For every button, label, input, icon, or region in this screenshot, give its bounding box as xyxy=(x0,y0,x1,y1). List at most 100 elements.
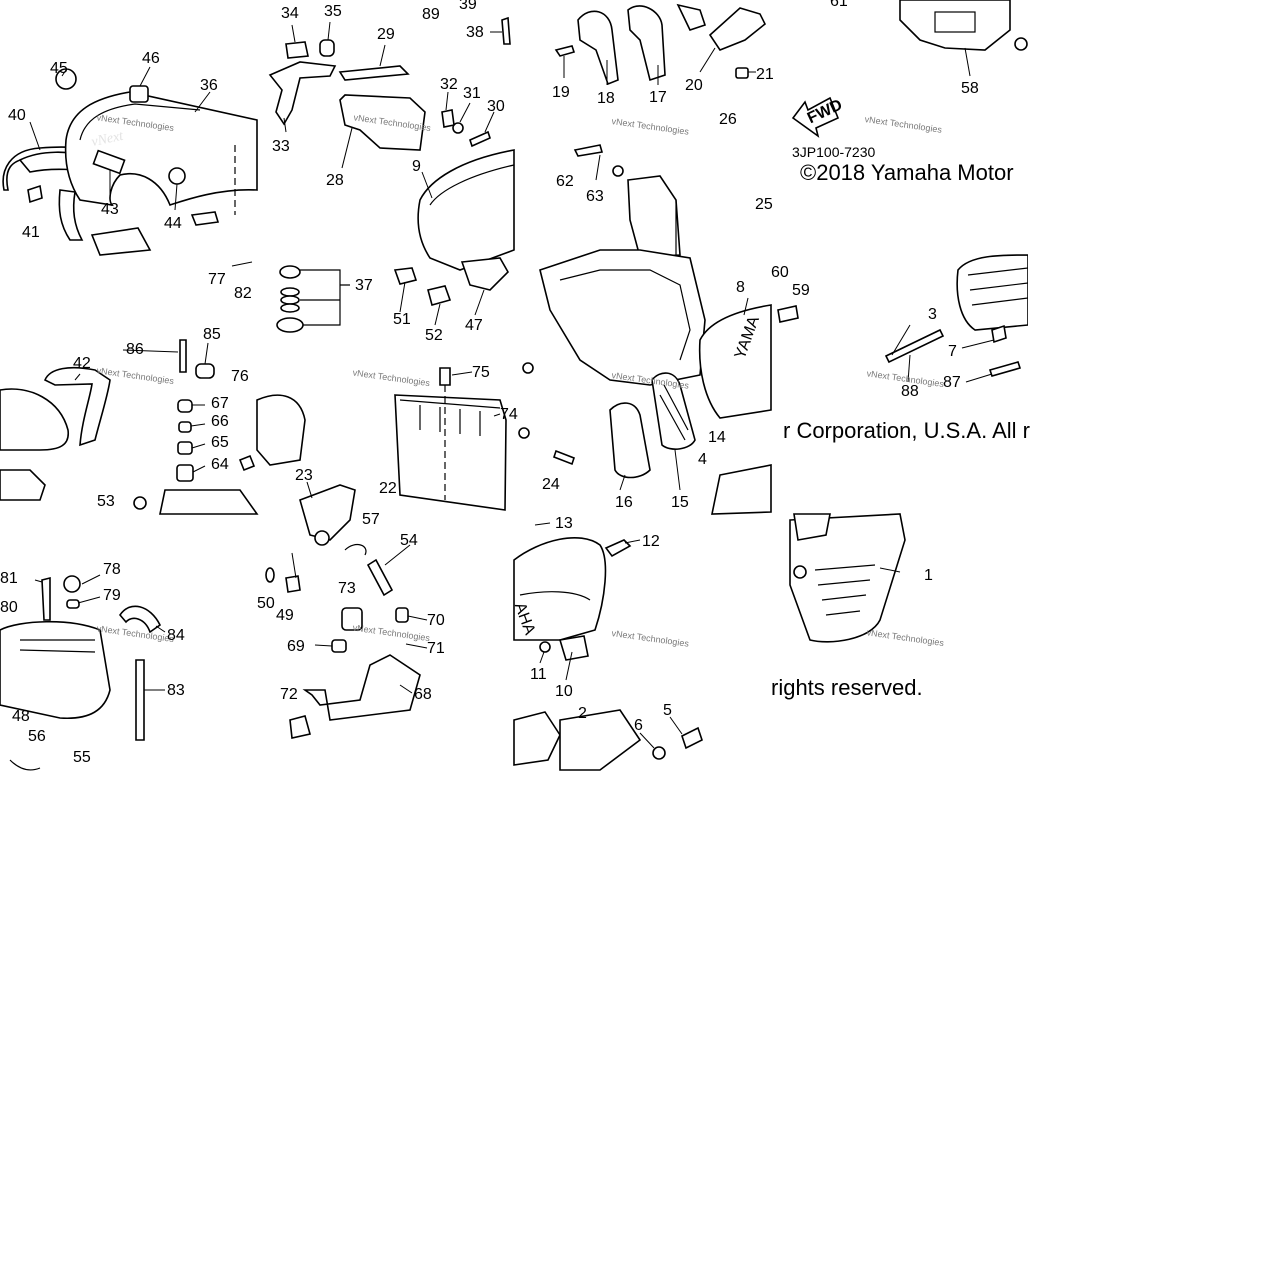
callout: 39 xyxy=(459,0,477,13)
callout: 55 xyxy=(73,749,91,766)
callout: 75 xyxy=(472,364,490,381)
bracket-drawing xyxy=(554,3,767,258)
callout: 35 xyxy=(324,3,342,20)
callout: 61 xyxy=(830,0,848,10)
callout: 86 xyxy=(126,341,144,358)
callout: 80 xyxy=(0,599,18,616)
callout: 34 xyxy=(281,5,299,22)
watermark-text: vNext Technologies xyxy=(96,623,175,644)
side-cover-rear-drawing xyxy=(777,254,1028,377)
callout: 77 xyxy=(208,271,226,288)
callout: 52 xyxy=(425,327,443,344)
callout: 69 xyxy=(287,638,305,655)
callout: 79 xyxy=(103,587,121,604)
callout: 23 xyxy=(295,467,313,484)
lower-bracket-drawing xyxy=(265,484,421,739)
callout: 83 xyxy=(167,682,185,699)
callout: 54 xyxy=(400,532,418,549)
copyright-fragment-2: r Corporation, U.S.A. All r xyxy=(783,418,1030,443)
callout: 7 xyxy=(948,343,957,360)
watermark-text: vNext Technologies xyxy=(352,367,431,388)
callout: 21 xyxy=(756,66,774,83)
callout: 85 xyxy=(203,326,221,343)
callout: 58 xyxy=(961,80,979,97)
copyright-fragment-1: ©2018 Yamaha Motor xyxy=(800,160,1014,185)
callout: 33 xyxy=(272,138,290,155)
callout: 9 xyxy=(412,158,421,175)
callout: 8 xyxy=(736,279,745,296)
callout: 53 xyxy=(97,493,115,510)
callout: 37 xyxy=(355,277,373,294)
callout: 4 xyxy=(698,451,707,468)
callout: 14 xyxy=(708,429,726,446)
callout: 47 xyxy=(465,317,483,334)
callout: 31 xyxy=(463,85,481,102)
callout: 81 xyxy=(0,570,18,587)
callout: 82 xyxy=(234,285,252,302)
callout: 68 xyxy=(414,686,432,703)
callout: 84 xyxy=(167,627,185,644)
callout: 45 xyxy=(50,60,68,77)
callout: 73 xyxy=(338,580,356,597)
callout: 88 xyxy=(901,383,919,400)
callout: 56 xyxy=(28,728,46,745)
side-cover-1-drawing xyxy=(789,513,906,643)
callout: 51 xyxy=(393,311,411,328)
callout: 5 xyxy=(663,702,672,719)
watermark-text: vNext Technologies xyxy=(611,116,690,137)
watermark-text: vNext Technologies xyxy=(611,628,690,649)
watermark-text: vNext Technologies xyxy=(352,622,431,643)
callout: 22 xyxy=(379,480,397,497)
battery-tank-drawing xyxy=(0,575,162,771)
toolbox-drawing xyxy=(256,257,509,511)
callout: 10 xyxy=(555,683,573,700)
callout: 16 xyxy=(615,494,633,511)
seat-latch-drawing xyxy=(268,16,515,271)
grab-handle-drawing: AHA xyxy=(511,537,703,771)
callout: 59 xyxy=(792,282,810,299)
callout: 25 xyxy=(755,196,773,213)
callout: 50 xyxy=(257,595,275,612)
tail-cowl-drawing xyxy=(0,339,259,515)
callout: 40 xyxy=(8,107,26,124)
callout: 12 xyxy=(642,533,660,550)
side-cover-drawing: YAMA xyxy=(518,249,772,515)
callout: 64 xyxy=(211,456,229,473)
callout: 72 xyxy=(280,686,298,703)
callout: 2 xyxy=(578,705,587,722)
callout: 66 xyxy=(211,413,229,430)
callout: 42 xyxy=(73,355,91,372)
callout: 87 xyxy=(943,374,961,391)
callout: 6 xyxy=(634,717,643,734)
callout: 57 xyxy=(362,511,380,528)
diagram-code: 3JP100-7230 xyxy=(792,144,876,160)
callout: 74 xyxy=(500,406,518,423)
callout: 67 xyxy=(211,395,229,412)
callout: 60 xyxy=(771,264,789,281)
callout: 65 xyxy=(211,434,229,451)
callout: 18 xyxy=(597,90,615,107)
callout: 29 xyxy=(377,26,395,43)
frame-drawing xyxy=(899,0,1028,51)
callout: 70 xyxy=(427,612,445,629)
callout: 32 xyxy=(440,76,458,93)
callout: 62 xyxy=(556,173,574,190)
callout: 38 xyxy=(466,24,484,41)
rear-fender-drawing xyxy=(27,68,258,256)
callout: 49 xyxy=(276,607,294,624)
callout: 3 xyxy=(928,306,937,323)
callouts: 1 2 3 4 5 6 7 8 9 10 11 12 13 14 15 16 1… xyxy=(0,0,979,766)
callout: 30 xyxy=(487,98,505,115)
fwd-arrow: FWD xyxy=(791,96,845,138)
exploded-view-mosaic: FWD YA xyxy=(0,0,1028,771)
callout: 11 xyxy=(530,666,547,683)
leader-lines xyxy=(29,21,995,749)
callout: 41 xyxy=(22,224,40,241)
callout: 20 xyxy=(685,77,703,94)
callout: 43 xyxy=(101,201,119,218)
callout: 89 xyxy=(422,6,440,23)
callout: 19 xyxy=(552,84,570,101)
callout: 78 xyxy=(103,561,121,578)
callout: 44 xyxy=(164,215,182,232)
